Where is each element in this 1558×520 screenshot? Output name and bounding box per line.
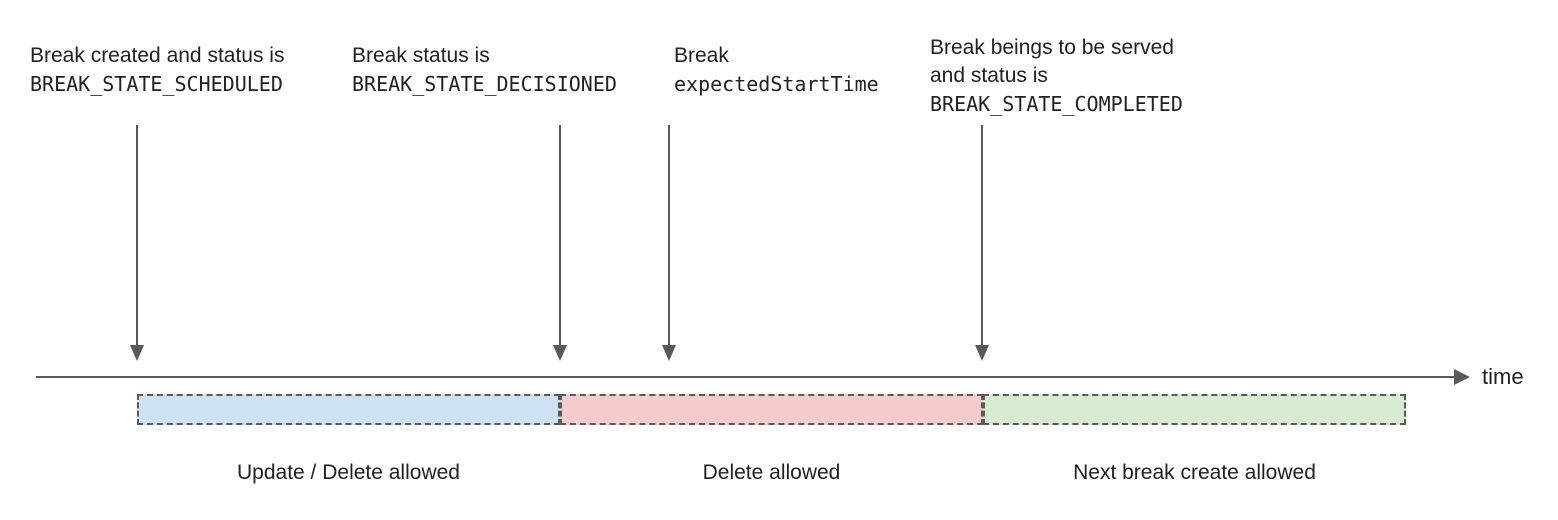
code-break-state-scheduled: BREAK_STATE_SCHEDULED: [30, 72, 283, 96]
segment-label-next-break-create-allowed: Next break create allowed: [1073, 461, 1316, 484]
annotation-text: and status is: [930, 64, 1048, 87]
code-break-state-completed: BREAK_STATE_COMPLETED: [930, 92, 1183, 116]
time-axis-line: [36, 376, 1456, 378]
annotation-break-completed: Break beings to be served and status is …: [930, 34, 1183, 118]
annotation-break-decisioned: Break status is BREAK_STATE_DECISIONED: [352, 42, 617, 98]
annotation-expected-start-time: Break expectedStartTime: [674, 42, 879, 98]
annotation-break-scheduled: Break created and status is BREAK_STATE_…: [30, 42, 284, 98]
annotation-text: Break beings to be served: [930, 36, 1174, 59]
down-arrowhead-icon: [553, 345, 567, 361]
segment-delete-allowed: [560, 394, 983, 425]
down-arrowhead-icon: [975, 345, 989, 361]
code-break-state-decisioned: BREAK_STATE_DECISIONED: [352, 72, 617, 96]
down-arrow-completed: [981, 125, 983, 346]
annotation-text: Break status is: [352, 44, 490, 67]
time-axis-label: time: [1482, 364, 1524, 389]
down-arrow-decisioned: [559, 125, 561, 346]
down-arrow-scheduled: [136, 125, 138, 346]
segment-label-delete-allowed: Delete allowed: [702, 461, 841, 484]
code-expected-start-time: expectedStartTime: [674, 72, 879, 96]
segment-next-break-create-allowed: [983, 394, 1406, 425]
segment-label-update-delete-allowed: Update / Delete allowed: [237, 461, 460, 484]
down-arrowhead-icon: [130, 345, 144, 361]
down-arrow-expected-start-time: [668, 125, 670, 346]
down-arrowhead-icon: [662, 345, 676, 361]
time-axis-arrowhead-icon: [1454, 369, 1470, 385]
annotation-text: Break created and status is: [30, 44, 285, 67]
segment-update-delete-allowed: [137, 394, 560, 425]
annotation-text: Break: [674, 44, 729, 67]
